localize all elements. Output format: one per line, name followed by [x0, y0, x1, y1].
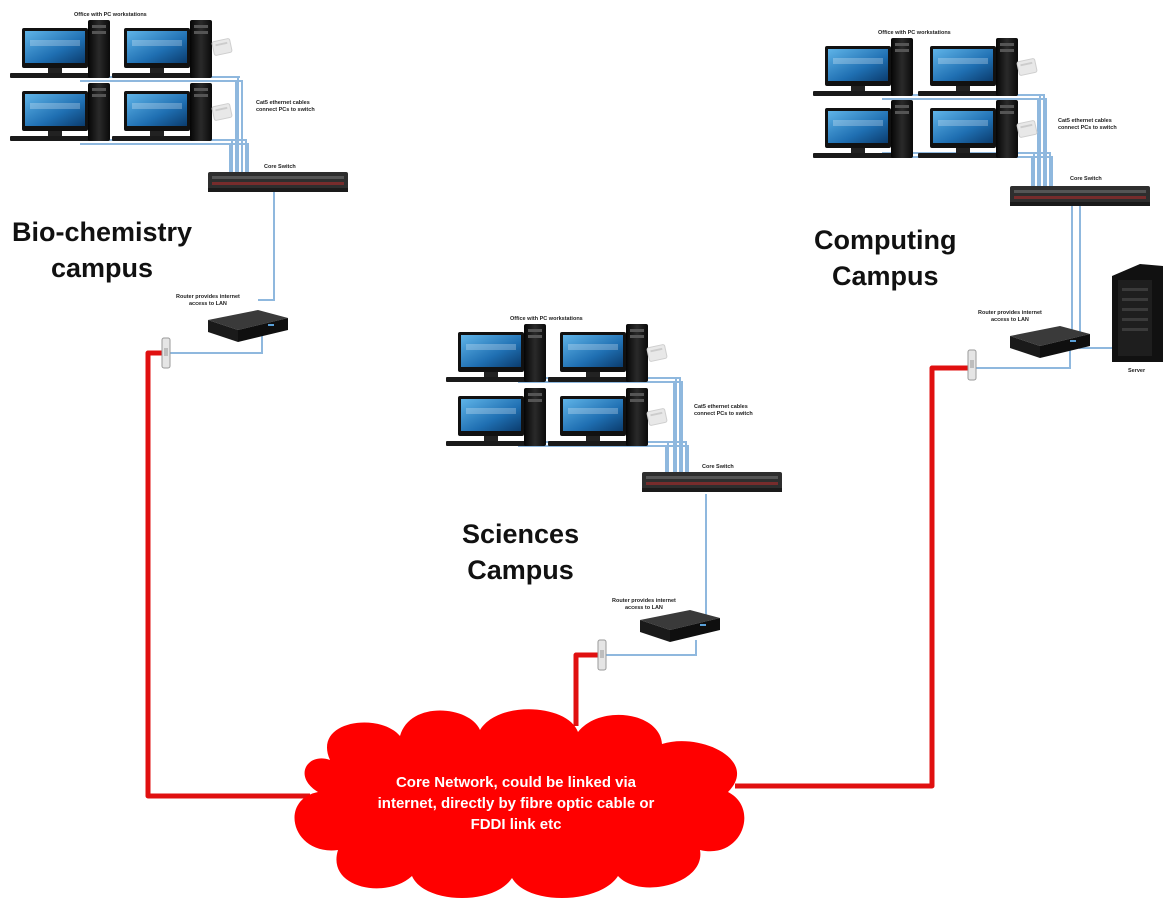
- computing-router-label-line2: access to LAN: [990, 317, 1029, 323]
- sciences-phone-1-icon: [646, 343, 668, 363]
- computing-phone-1-icon: [1016, 57, 1038, 77]
- biochem-campus-title-line2: campus: [51, 253, 154, 283]
- computing-pc-3-icon: [813, 100, 913, 158]
- sciences-cable-label-line1: Cat5 ethernet cables: [694, 404, 748, 410]
- biochem-router-label: Router provides internet access to LAN: [176, 294, 240, 308]
- biochem-office-label: Office with PC workstations: [74, 12, 147, 18]
- server-icon: [1112, 264, 1163, 362]
- computing-router-label-line1: Router provides internet: [978, 310, 1042, 316]
- core-network-label-line1: Core Network, could be linked via: [395, 774, 637, 791]
- computing-cable-label-line2: connect PCs to switch: [1058, 125, 1117, 131]
- sciences-cable-label: Cat5 ethernet cables connect PCs to swit…: [694, 404, 753, 418]
- biochem-router-label-line2: access to LAN: [188, 301, 227, 307]
- sciences-pc-4-icon: [548, 388, 648, 446]
- computing-phone-2-icon: [1016, 119, 1038, 139]
- sciences-switch-icon: [642, 472, 782, 492]
- biochem-switch-label: Core Switch: [264, 164, 296, 170]
- sciences-router-label: Router provides internet access to LAN: [612, 598, 676, 612]
- wan-link-biochem: [145, 350, 310, 799]
- computing-switch-label: Core Switch: [1070, 176, 1102, 182]
- biochem-campus-title: Bio-chemistry campus: [12, 214, 192, 286]
- core-network-cloud: [294, 709, 745, 899]
- biochem-campus-title-line1: Bio-chemistry: [12, 217, 193, 247]
- biochem-phone-1-icon: [211, 37, 233, 57]
- wan-link-computing: [735, 365, 972, 789]
- sciences-router-icon: [640, 610, 720, 642]
- biochem-switch-icon: [208, 172, 348, 192]
- biochem-pc-3-icon: [10, 83, 110, 141]
- lan-cables: [80, 76, 1112, 656]
- sciences-office: [446, 324, 668, 446]
- computing-pc-4-icon: [918, 100, 1018, 158]
- computing-router-icon: [1010, 326, 1090, 358]
- biochem-pc-2-icon: [112, 20, 212, 78]
- biochem-router-label-line1: Router provides internet: [176, 294, 240, 300]
- computing-office-label: Office with PC workstations: [878, 30, 951, 36]
- sciences-phone-2-icon: [646, 407, 668, 427]
- computing-cable-label: Cat5 ethernet cables connect PCs to swit…: [1058, 118, 1117, 132]
- sciences-pc-3-icon: [446, 388, 546, 446]
- computing-campus-title-line1: Computing: [814, 225, 957, 255]
- sciences-office-label: Office with PC workstations: [510, 316, 583, 322]
- core-network-label: Core Network, could be linked via intern…: [356, 772, 676, 835]
- computing-router-label: Router provides internet access to LAN: [978, 310, 1042, 324]
- biochem-cable-label-line2: connect PCs to switch: [256, 107, 315, 113]
- biochem-router-icon: [208, 310, 288, 342]
- sciences-router-label-line2: access to LAN: [624, 605, 663, 611]
- sciences-wallport-icon: [597, 639, 607, 671]
- biochem-wallport-icon: [161, 337, 171, 369]
- biochem-phone-2-icon: [211, 102, 233, 122]
- biochem-cable-label-line1: Cat5 ethernet cables: [256, 100, 310, 106]
- sciences-pc-1-icon: [446, 324, 546, 382]
- sciences-campus-title-line1: Sciences: [462, 519, 580, 549]
- computing-pc-2-icon: [918, 38, 1018, 96]
- biochem-pc-1-icon: [10, 20, 110, 78]
- computing-wallport-icon: [967, 349, 977, 381]
- biochem-cable-label: Cat5 ethernet cables connect PCs to swit…: [256, 100, 315, 114]
- computing-campus-title: Computing Campus: [814, 222, 956, 294]
- sciences-pc-2-icon: [548, 324, 648, 382]
- core-network-label-line2: internet, directly by fibre optic cable …: [377, 795, 655, 812]
- computing-campus-title-line2: Campus: [831, 261, 939, 291]
- server-label: Server: [1128, 368, 1146, 374]
- core-network-label-line3: FDDI link etc: [470, 816, 562, 833]
- computing-pc-1-icon: [813, 38, 913, 96]
- sciences-router-label-line1: Router provides internet: [612, 598, 676, 604]
- sciences-cable-label-line2: connect PCs to switch: [694, 411, 753, 417]
- computing-cable-label-line1: Cat5 ethernet cables: [1058, 118, 1112, 124]
- wan-link-sciences: [573, 652, 602, 726]
- sciences-campus-title: Sciences Campus: [462, 516, 579, 588]
- biochem-pc-4-icon: [112, 83, 212, 141]
- wan-links: [145, 350, 972, 799]
- sciences-campus-title-line2: Campus: [467, 555, 574, 585]
- sciences-switch-label: Core Switch: [702, 464, 734, 470]
- computing-switch-icon: [1010, 186, 1150, 206]
